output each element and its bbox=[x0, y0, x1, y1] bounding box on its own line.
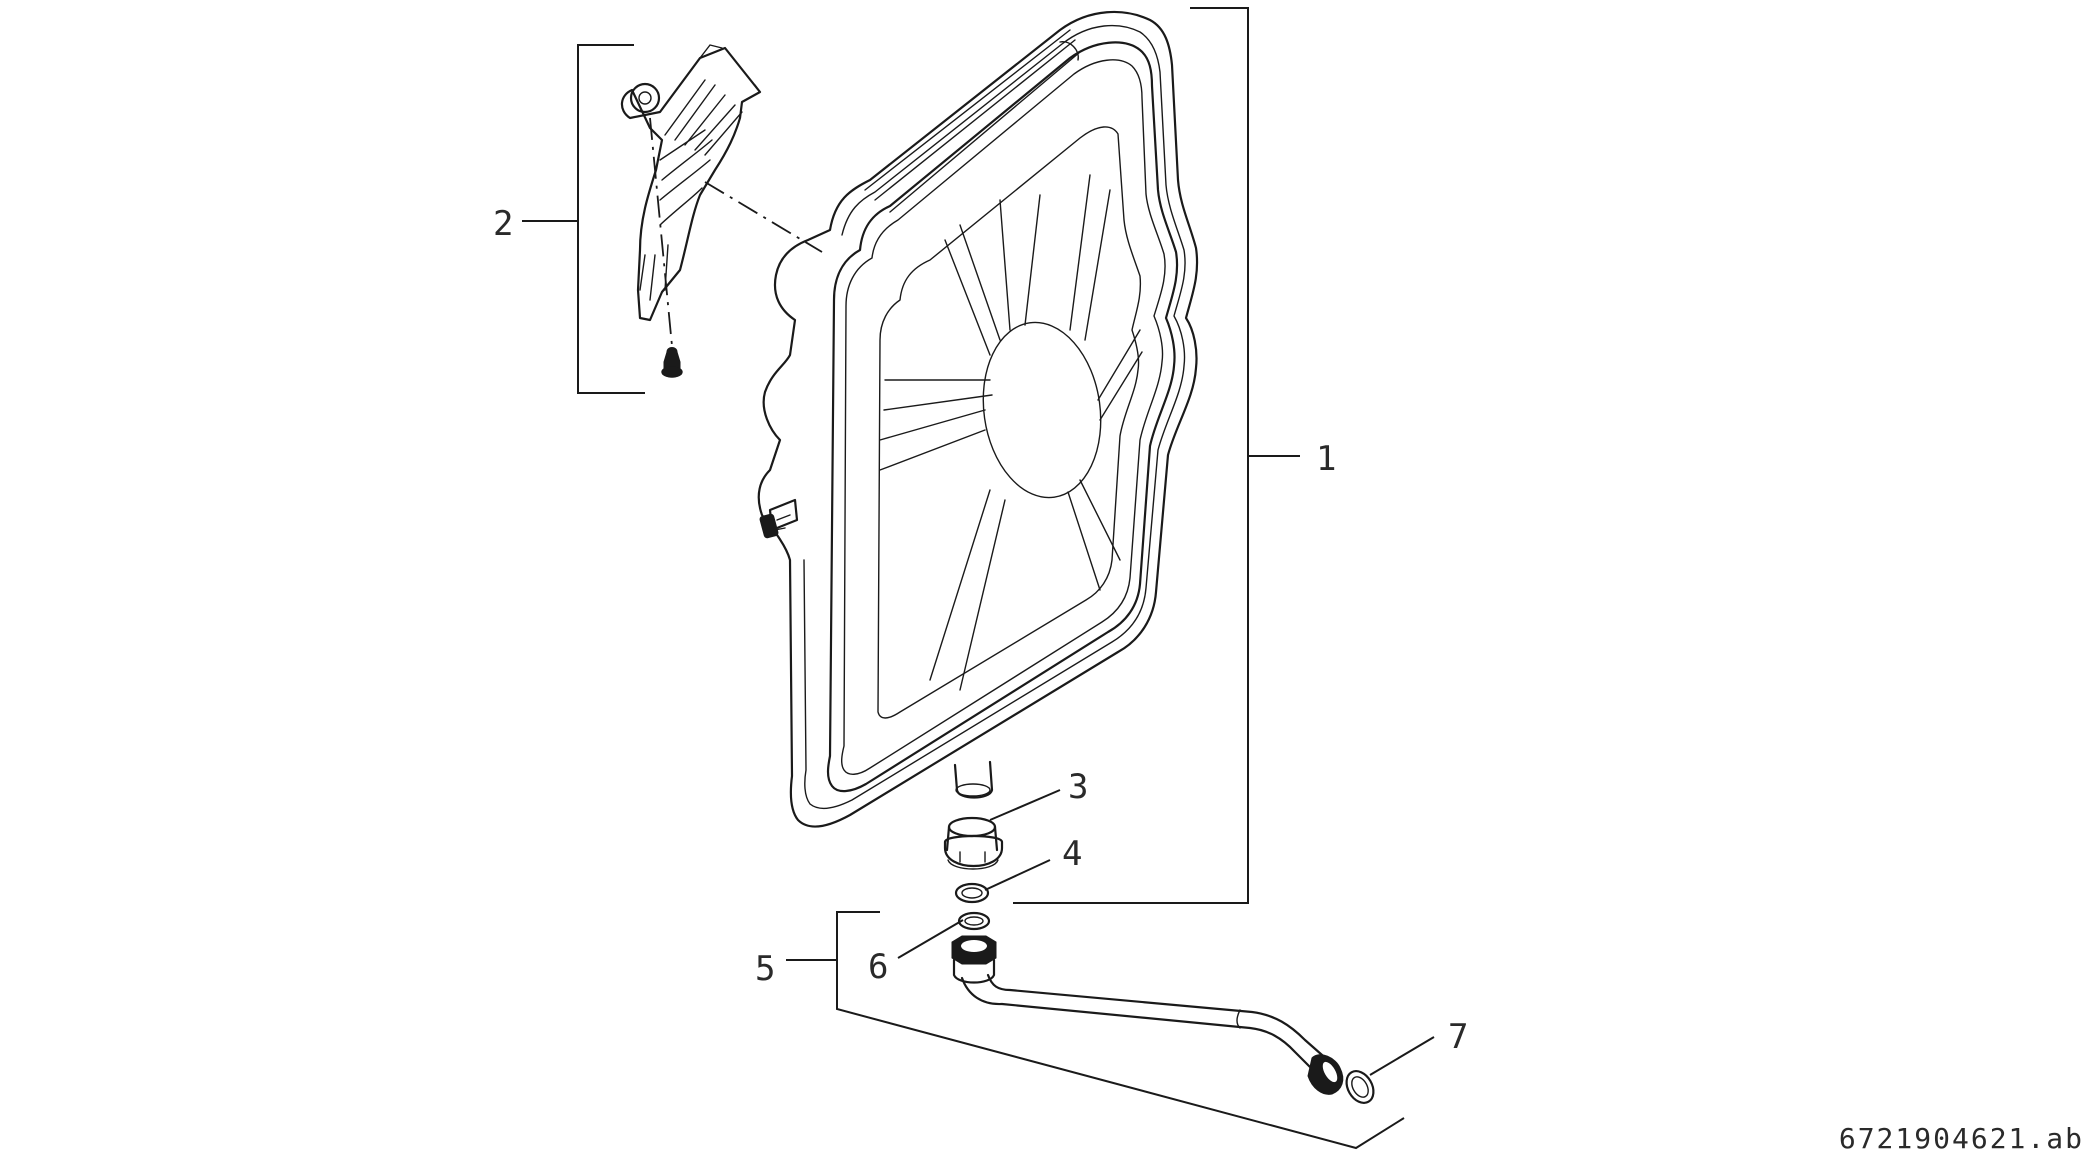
callout-5: 5 bbox=[755, 949, 775, 989]
leader-1 bbox=[1013, 7, 1300, 904]
leader-4 bbox=[984, 859, 1051, 891]
leader-2 bbox=[522, 44, 645, 394]
mounting-bracket[interactable] bbox=[620, 44, 762, 322]
callout-1: 1 bbox=[1316, 439, 1336, 479]
callout-4: 4 bbox=[1062, 834, 1082, 874]
callout-6: 6 bbox=[868, 947, 888, 987]
vessel-outlet-stub bbox=[953, 760, 994, 799]
sealing-washer-4[interactable] bbox=[954, 882, 990, 904]
callout-2: 2 bbox=[493, 204, 513, 244]
leader-7 bbox=[1369, 1036, 1435, 1076]
callout-7: 7 bbox=[1448, 1017, 1468, 1057]
connection-pipe[interactable] bbox=[951, 935, 1344, 1095]
leader-3 bbox=[989, 789, 1061, 821]
leader-6 bbox=[897, 919, 964, 959]
sealing-washer-6[interactable] bbox=[957, 911, 991, 931]
document-number: 6721904621.ab bbox=[1839, 1122, 2084, 1155]
bracket-screw[interactable] bbox=[661, 347, 683, 378]
fitting-nut[interactable] bbox=[943, 816, 1004, 870]
callout-3: 3 bbox=[1068, 767, 1088, 807]
bracket-vessel-axis bbox=[704, 181, 823, 253]
leader-5 bbox=[786, 911, 1405, 1150]
o-ring-7[interactable] bbox=[1341, 1066, 1379, 1107]
schrader-valve bbox=[759, 498, 799, 539]
expansion-vessel[interactable] bbox=[757, 10, 1199, 828]
